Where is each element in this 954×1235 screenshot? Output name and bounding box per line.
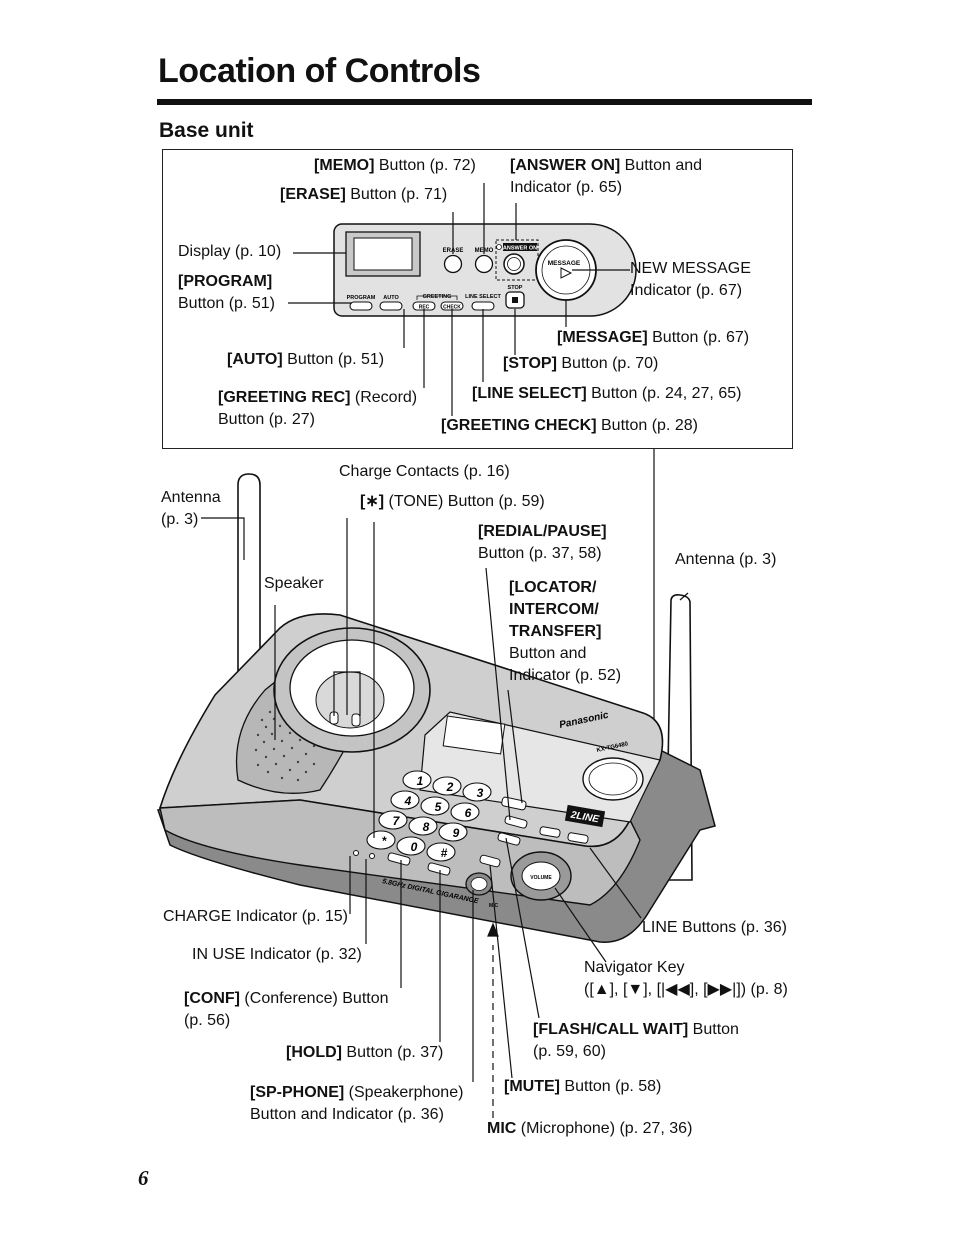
stop-text: STOP	[508, 285, 523, 291]
line-select-label: [LINE SELECT] Button (p. 24, 27, 65)	[472, 385, 742, 402]
hold-label: [HOLD] Button (p. 37)	[286, 1044, 444, 1061]
flash-label: [FLASH/CALL WAIT] Button(p. 59, 60)	[533, 1021, 739, 1060]
key-8[interactable]	[408, 816, 438, 836]
answer-on-indicator	[496, 244, 502, 250]
conf-button[interactable]	[387, 852, 411, 866]
key-star-text: *	[382, 834, 388, 848]
memo-label: [MEMO] Button (p. 72)	[314, 157, 476, 174]
key-1-text: 1	[417, 774, 424, 788]
key-3[interactable]	[462, 782, 492, 802]
key-6-text: 6	[465, 806, 472, 820]
message-label: [MESSAGE] Button (p. 67)	[557, 329, 750, 346]
auto-text: AUTO	[383, 295, 399, 301]
key-6[interactable]	[450, 802, 480, 822]
memo-button[interactable]	[474, 254, 494, 274]
redial-button[interactable]	[504, 815, 528, 829]
program-label: [PROGRAM]Button (p. 51)	[178, 273, 275, 312]
unit-message-button[interactable]	[582, 757, 644, 801]
lcd	[353, 237, 413, 271]
page-title: Location of Controls	[158, 52, 481, 90]
title-rule	[157, 99, 812, 105]
new-message-indicator	[560, 267, 573, 279]
sp-phone-label: [SP-PHONE] (Speakerphone)Button and Indi…	[250, 1084, 464, 1123]
check-text: CHECK	[443, 305, 461, 311]
flash-button[interactable]	[497, 832, 521, 846]
erase-label: [ERASE] Button (p. 71)	[280, 186, 448, 203]
key-5-text: 5	[435, 800, 442, 814]
answer-on-tag	[503, 243, 537, 251]
line-buttons-label: LINE Buttons (p. 36)	[642, 919, 787, 936]
key-2-text: 2	[446, 780, 454, 794]
speaker-label: Speaker	[264, 575, 324, 592]
key-0[interactable]	[396, 836, 426, 856]
redial-label: [REDIAL/PAUSE]Button (p. 37, 58)	[478, 523, 607, 562]
answer-on-text: ANSWER ON	[503, 246, 537, 252]
two-line-text: 2LINE	[569, 809, 600, 825]
display-label: Display (p. 10)	[178, 243, 282, 260]
navigator-label: Navigator Key([▲], [▼], [|◀◀], [▶▶|]) (p…	[584, 959, 788, 998]
control-panel-drawing: ERASE MEMO ANSWER ON MESSAGE STOP PROGRA…	[333, 223, 637, 317]
tone-label: [∗] (TONE) Button (p. 59)	[360, 493, 545, 510]
line2-button[interactable]	[567, 832, 589, 844]
program-text: PROGRAM	[347, 295, 376, 301]
erase-button[interactable]	[443, 254, 463, 274]
key-7-text: 7	[393, 814, 401, 828]
mute-button[interactable]	[479, 854, 501, 868]
charge-contact-right	[351, 713, 361, 727]
key-8-text: 8	[423, 820, 430, 834]
antenna-right-label: Antenna (p. 3)	[675, 551, 777, 568]
control-panel-box	[162, 149, 793, 449]
in-use-label: IN USE Indicator (p. 32)	[192, 946, 362, 963]
key-hash[interactable]	[426, 842, 456, 862]
in-use-indicator	[369, 853, 375, 859]
mic-label: MIC (Microphone) (p. 27, 36)	[487, 1120, 693, 1137]
two-line-badge	[564, 804, 606, 828]
key-5[interactable]	[420, 796, 450, 816]
line-select-text: LINE SELECT	[465, 294, 501, 300]
unit-leader-lines	[201, 517, 689, 1118]
hold-button[interactable]	[427, 862, 451, 876]
charge-indicator	[353, 850, 359, 856]
line1-button[interactable]	[539, 826, 561, 838]
charge-contacts-label: Charge Contacts (p. 16)	[339, 463, 510, 480]
mute-label: [MUTE] Button (p. 58)	[504, 1078, 662, 1095]
rec-text: REC	[419, 305, 430, 311]
key-0-text: 0	[411, 840, 418, 854]
key-hash-text: #	[441, 846, 448, 860]
charge-indicator-label: CHARGE Indicator (p. 15)	[163, 908, 348, 925]
key-3-text: 3	[477, 786, 484, 800]
section-heading: Base unit	[159, 119, 254, 142]
key-4-text: 4	[404, 794, 412, 808]
page-number: 6	[138, 1166, 149, 1190]
key-9-text: 9	[453, 826, 460, 840]
key-4[interactable]	[390, 790, 420, 810]
antenna-left-label: Antenna(p. 3)	[161, 489, 221, 528]
stop-label: [STOP] Button (p. 70)	[503, 355, 659, 372]
panel-leader-lines	[288, 183, 655, 778]
greeting-check-label: [GREETING CHECK] Button (p. 28)	[441, 417, 698, 434]
line-select-button[interactable]	[471, 301, 495, 311]
key-2[interactable]	[432, 776, 462, 796]
greeting-text: GREETING	[423, 294, 452, 300]
auto-label: [AUTO] Button (p. 51)	[227, 351, 385, 368]
key-7[interactable]	[378, 810, 408, 830]
program-button[interactable]	[349, 301, 373, 311]
key-1[interactable]	[402, 770, 432, 790]
greeting-rec-label: [GREETING REC] (Record)Button (p. 27)	[218, 389, 418, 428]
message-text: MESSAGE	[548, 260, 581, 267]
auto-button[interactable]	[379, 301, 403, 311]
conf-label: [CONF] (Conference) Button(p. 56)	[184, 990, 389, 1029]
answer-on-button[interactable]	[503, 253, 525, 275]
volume-text: VOLUME	[530, 875, 552, 881]
base-unit-drawing: Panasonic KX-TG6480 2LINE VOLUME MIC	[156, 473, 716, 943]
key-9[interactable]	[438, 822, 468, 842]
